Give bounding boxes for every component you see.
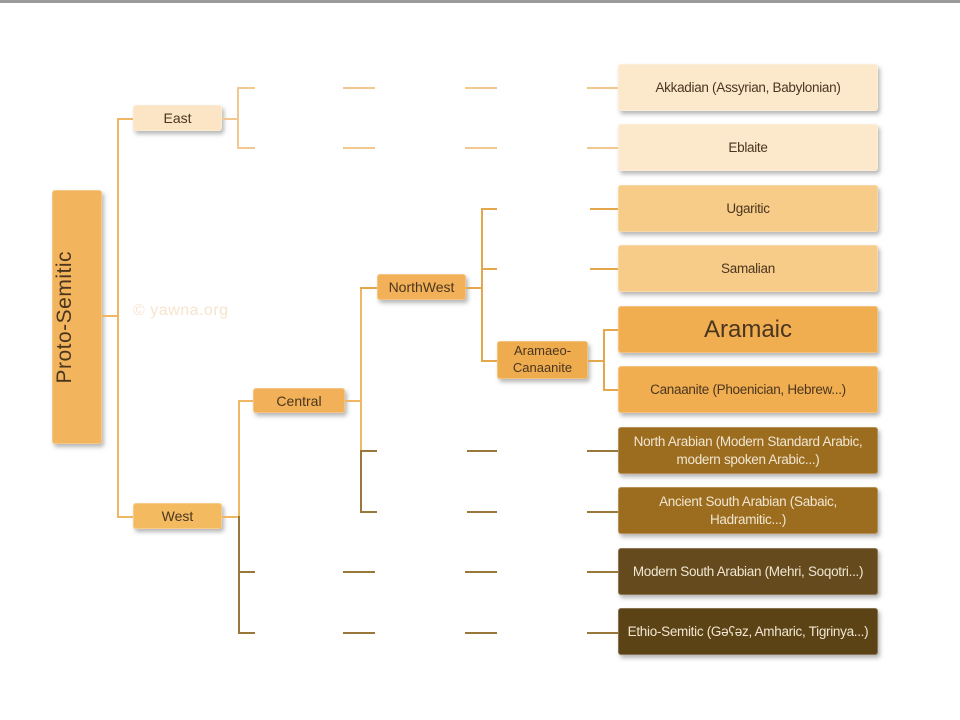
connector-line xyxy=(343,147,375,149)
connector-line xyxy=(465,87,497,89)
connector-line xyxy=(587,571,618,573)
leaf-node-ethio-semitic: Ethio-Semitic (Gəʕəz, Amharic, Tigrinya.… xyxy=(618,608,878,655)
leaf-node-aramaic: Aramaic xyxy=(618,306,878,353)
connector-line xyxy=(238,400,253,402)
top-border-bar xyxy=(0,0,960,3)
connector-line xyxy=(345,400,360,402)
connector-line xyxy=(360,287,377,289)
leaf-label: Samalian xyxy=(721,260,775,276)
tree-node-label: West xyxy=(161,508,194,524)
connector-line xyxy=(603,329,605,390)
connector-line xyxy=(237,87,239,148)
leaf-node-modern-south-arabian: Modern South Arabian (Mehri, Soqotri...) xyxy=(618,548,878,595)
tree-node-label: Proto-Semitic xyxy=(53,250,76,384)
connector-line xyxy=(481,360,497,362)
connector-line xyxy=(360,511,377,513)
leaf-node-canaanite: Canaanite (Phoenician, Hebrew...) xyxy=(618,366,878,413)
tree-node-label: NorthWest xyxy=(388,279,455,295)
leaf-label: North Arabian (Modern Standard Arabic, m… xyxy=(633,433,863,467)
connector-line xyxy=(465,147,497,149)
connector-line xyxy=(238,400,240,516)
connector-line xyxy=(587,632,618,634)
connector-line xyxy=(237,147,255,149)
connector-line xyxy=(590,268,618,270)
tree-node-east: East xyxy=(133,105,222,131)
leaf-node-ugaritic: Ugaritic xyxy=(618,185,878,232)
connector-line xyxy=(343,87,375,89)
connector-line xyxy=(360,450,377,452)
connector-line xyxy=(343,571,375,573)
connector-line xyxy=(117,516,133,518)
leaf-label: Modern South Arabian (Mehri, Soqotri...) xyxy=(632,563,864,579)
leaf-node-samalian: Samalian xyxy=(618,245,878,292)
connector-line xyxy=(102,315,117,317)
tree-node-northwest: NorthWest xyxy=(377,274,466,300)
leaf-label: Ancient South Arabian (Sabaic, Hadramiti… xyxy=(659,493,837,527)
connector-line xyxy=(237,87,255,89)
connector-line xyxy=(588,360,603,362)
connector-line xyxy=(117,118,133,120)
connector-line xyxy=(467,450,497,452)
leaf-node-north-arabian: North Arabian (Modern Standard Arabic, m… xyxy=(618,427,878,474)
connector-line xyxy=(343,632,375,634)
connector-line xyxy=(360,287,362,450)
connector-line xyxy=(603,389,618,391)
connector-line xyxy=(481,208,497,210)
leaf-label: Ugaritic xyxy=(726,200,770,216)
tree-node-label: East xyxy=(163,110,192,126)
leaf-label: Ethio-Semitic (Gəʕəz, Amharic, Tigrinya.… xyxy=(627,623,869,639)
leaf-label: Eblaite xyxy=(728,139,768,155)
connector-line xyxy=(238,516,240,633)
connector-line xyxy=(587,450,618,452)
connector-line xyxy=(466,287,481,289)
connector-line xyxy=(465,632,497,634)
leaf-label: Aramaic xyxy=(703,315,793,343)
connector-line xyxy=(587,147,618,149)
leaf-node-ancient-south-arabian: Ancient South Arabian (Sabaic, Hadramiti… xyxy=(618,487,878,534)
tree-node-aramaeo-canaanite: Aramaeo-Canaanite xyxy=(497,341,588,379)
watermark-text: © yawna.org xyxy=(133,302,229,319)
connector-line xyxy=(222,118,237,120)
connector-line xyxy=(467,511,497,513)
leaf-node-akkadian: Akkadian (Assyrian, Babylonian) xyxy=(618,64,878,111)
connector-line xyxy=(481,268,497,270)
connector-line xyxy=(222,516,238,518)
leaf-label: Akkadian (Assyrian, Babylonian) xyxy=(655,79,841,95)
connector-line xyxy=(587,511,618,513)
connector-line xyxy=(590,208,618,210)
tree-node-west: West xyxy=(133,503,222,529)
connector-line xyxy=(360,450,362,512)
connector-line xyxy=(238,632,255,634)
connector-line xyxy=(238,571,255,573)
connector-line xyxy=(465,571,497,573)
connector-line xyxy=(117,118,119,517)
leaf-label: Canaanite (Phoenician, Hebrew...) xyxy=(650,381,846,397)
tree-node-proto-semitic: Proto-Semitic xyxy=(52,190,102,444)
connector-line xyxy=(587,87,618,89)
tree-node-label: Central xyxy=(276,392,322,409)
connector-line xyxy=(603,329,618,331)
tree-node-central: Central xyxy=(253,388,345,413)
connector-line xyxy=(481,208,483,360)
tree-node-label: Aramaeo-Canaanite xyxy=(512,343,573,375)
leaf-node-eblaite: Eblaite xyxy=(618,124,878,171)
